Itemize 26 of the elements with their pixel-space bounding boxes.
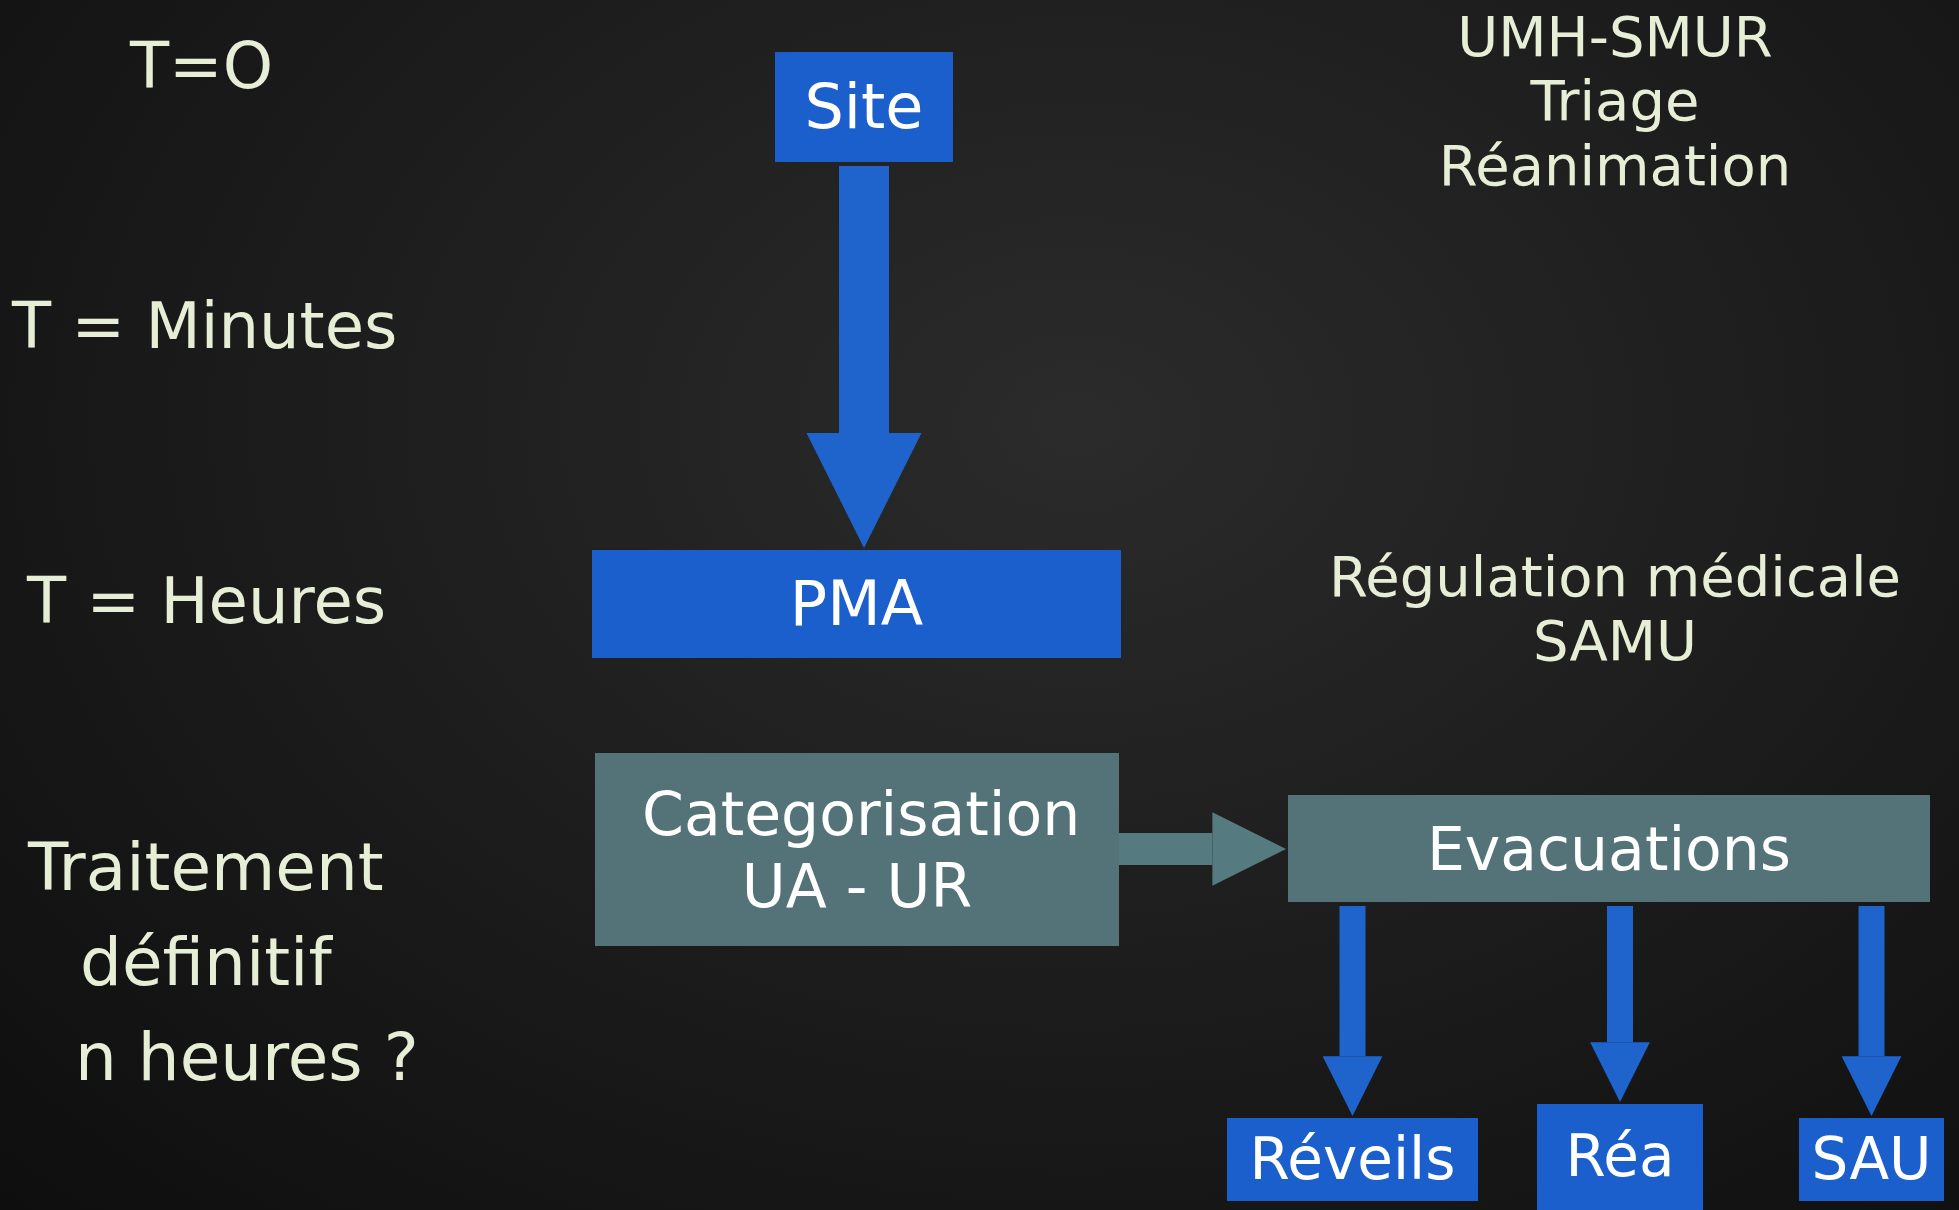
- process-box: [1288, 795, 1930, 902]
- box-label: Réa: [1565, 1122, 1675, 1192]
- process-box: [1537, 1104, 1703, 1210]
- block-arrow: [1322, 906, 1383, 1116]
- process-box: [592, 550, 1121, 658]
- process-box: [775, 52, 953, 162]
- box-label: Evacuations: [1426, 812, 1792, 885]
- time-label: Traitement: [28, 830, 384, 906]
- time-label: T = Heures: [27, 565, 387, 639]
- block-arrow: [1590, 906, 1650, 1102]
- box-label: Réveils: [1249, 1124, 1456, 1195]
- block-arrow: [1119, 812, 1286, 886]
- process-box: [1227, 1118, 1478, 1201]
- role-label: Régulation médicale SAMU: [1327, 545, 1903, 674]
- time-label: T=O: [130, 30, 274, 104]
- time-label: définitif: [80, 925, 332, 1001]
- block-arrow: [1841, 906, 1902, 1116]
- time-label: T = Minutes: [12, 290, 398, 364]
- process-box: [595, 753, 1119, 946]
- box-label: PMA: [789, 566, 924, 642]
- time-label: n heures ?: [75, 1020, 419, 1096]
- process-box: [1799, 1118, 1944, 1201]
- block-arrow: [806, 166, 922, 548]
- role-label: UMH-SMUR Triage Réanimation: [1438, 5, 1792, 199]
- box-label: SAU: [1811, 1124, 1932, 1195]
- box-label: Site: [804, 69, 924, 145]
